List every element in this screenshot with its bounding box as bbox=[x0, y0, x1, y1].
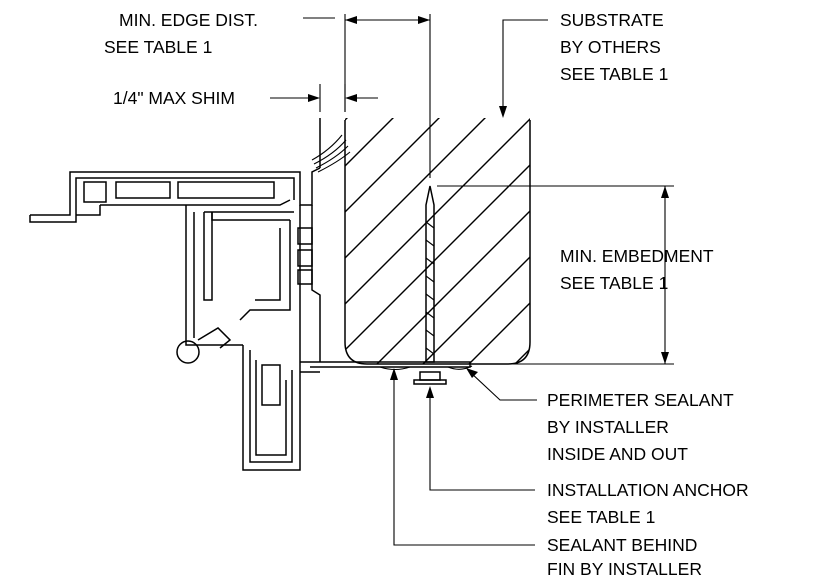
sealant-behind-fin-line2: FIN BY INSTALLER bbox=[547, 559, 702, 579]
perimeter-sealant-line1: PERIMETER SEALANT bbox=[547, 390, 734, 410]
installation-anchor-screw bbox=[413, 185, 447, 385]
min-embedment-line2: SEE TABLE 1 bbox=[560, 273, 668, 293]
hatch-line bbox=[545, 110, 815, 380]
hatch-line bbox=[591, 110, 824, 380]
perimeter-sealant-line2: BY INSTALLER bbox=[547, 417, 669, 437]
hatch-line bbox=[345, 118, 494, 364]
hatch-line bbox=[345, 118, 402, 364]
substrate-line1: SUBSTRATE bbox=[560, 10, 664, 30]
hatch-line bbox=[345, 118, 448, 364]
hatch-line bbox=[406, 118, 530, 364]
hatch-line bbox=[498, 118, 530, 364]
dimension-lines bbox=[270, 14, 674, 546]
substrate-line3: SEE TABLE 1 bbox=[560, 64, 668, 84]
window-frame-profile bbox=[29, 118, 473, 471]
min-embedment-line1: MIN. EMBEDMENT bbox=[560, 246, 714, 266]
substrate-block bbox=[344, 110, 824, 380]
max-shim-label: 1/4" MAX SHIM bbox=[113, 88, 235, 108]
hatch-line bbox=[345, 118, 530, 364]
hatch-line bbox=[345, 118, 530, 364]
min-edge-dist-line1: MIN. EDGE DIST. bbox=[119, 10, 258, 30]
installation-anchor-line2: SEE TABLE 1 bbox=[547, 507, 655, 527]
hatch-line bbox=[345, 118, 356, 364]
hatch-line bbox=[360, 118, 530, 364]
substrate-line2: BY OTHERS bbox=[560, 37, 661, 57]
min-edge-dist-line2: SEE TABLE 1 bbox=[104, 37, 212, 57]
installation-anchor-line1: INSTALLATION ANCHOR bbox=[547, 480, 749, 500]
perimeter-sealant-line3: INSIDE AND OUT bbox=[547, 444, 688, 464]
hatch-line bbox=[452, 118, 530, 364]
sealant-behind-fin-line1: SEALANT BEHIND bbox=[547, 535, 697, 555]
